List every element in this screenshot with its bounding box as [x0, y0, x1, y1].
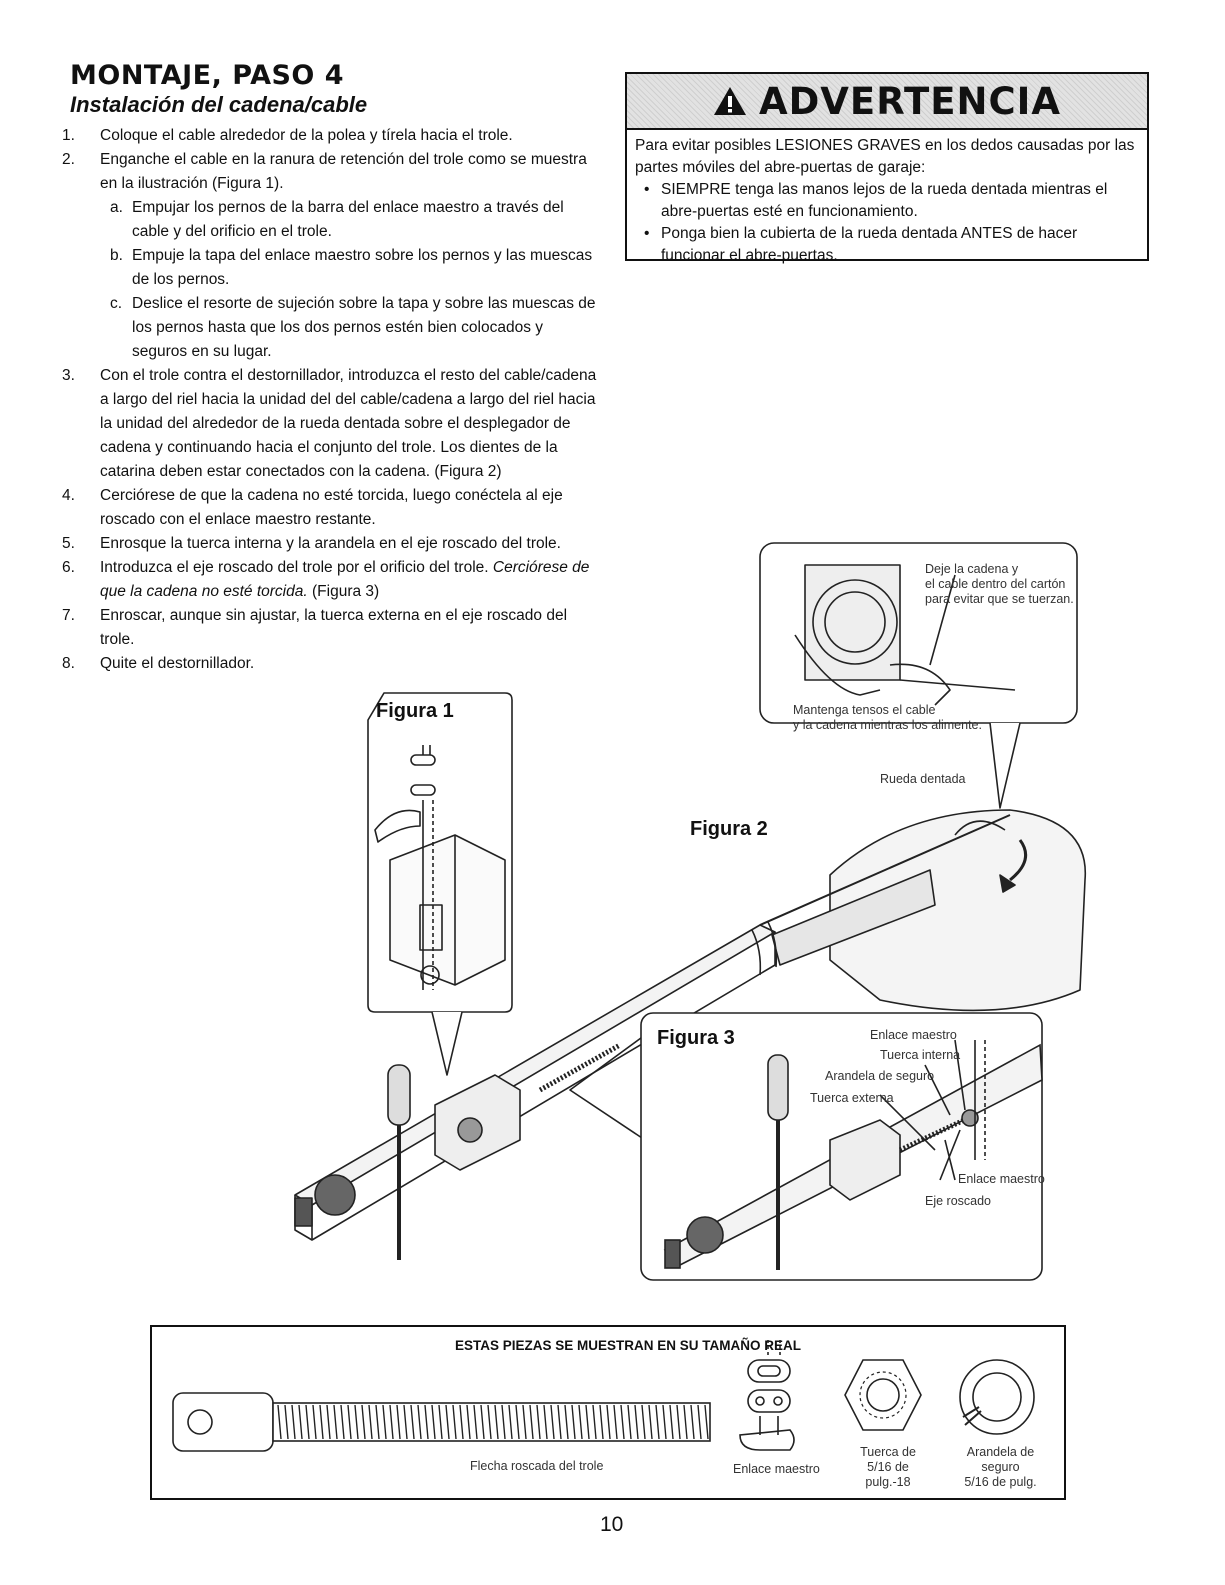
step-8: 8.Quite el destornillador.: [62, 655, 255, 672]
warning-body: Para evitar posibles LESIONES GRAVES en …: [627, 130, 1147, 267]
figure-3-label: Figura 3: [657, 1027, 735, 1049]
step-5: 5.Enrosque la tuerca interna y la arande…: [62, 535, 561, 552]
step-6: 6.Introduzca el eje roscado del trole po…: [62, 559, 590, 600]
fig2-sprocket-label: Rueda dentada: [880, 772, 966, 786]
fig3-outer-nut-label: Tuerca externa: [810, 1091, 894, 1105]
master-link-label: Enlace maestro: [733, 1462, 820, 1476]
warning-bullet-2: •Ponga bien la cubierta de la rueda dent…: [644, 225, 1078, 264]
bullet-icon: •: [644, 181, 650, 198]
lock-washer-part: [959, 1359, 1035, 1435]
warning-box: ADVERTENCIA Para evitar posibles LESIONE…: [625, 72, 1149, 264]
hex-nut-part: [844, 1359, 922, 1431]
threaded-shaft-label: Flecha roscada del trole: [470, 1459, 604, 1473]
warning-triangle-icon: [713, 87, 746, 115]
step-2a: a.Empujar los pernos de la barra del enl…: [110, 199, 564, 240]
parts-actual-size-box: [150, 1325, 1066, 1500]
step-1: 1.Coloque el cable alrededor de la polea…: [62, 127, 513, 144]
assembly-illustration: [294, 542, 1087, 1281]
assembly-steps: 1.Coloque el cable alrededor de la polea…: [62, 124, 602, 676]
step-3: 3.Con el trole contra el destornillador,…: [62, 367, 597, 480]
hex-nut-label: Tuerca de 5/16 de pulg.-18: [860, 1445, 916, 1489]
step-2-substeps: a.Empujar los pernos de la barra del enl…: [100, 196, 602, 364]
parts-title: ESTAS PIEZAS SE MUESTRAN EN SU TAMAÑO RE…: [455, 1338, 802, 1353]
step-7: 7.Enroscar, aunque sin ajustar, la tuerc…: [62, 607, 568, 648]
page-subtitle: Instalación del cadena/cable: [70, 92, 368, 117]
step-2c: c.Deslice el resorte de sujeción sobre l…: [110, 295, 596, 360]
warning-bullets: •SIEMPRE tenga las manos lejos de la rue…: [635, 179, 1139, 267]
figure-2-label: Figura 2: [690, 818, 768, 840]
fig2-inset-note-bottom: Mantenga tensos el cable y la cadena mie…: [793, 703, 982, 732]
page-title: MONTAJE, PASO 4: [70, 60, 345, 91]
fig2-inset-note-top: Deje la cadena y el cable dentro del car…: [925, 562, 1074, 606]
page-number: 10: [600, 1513, 624, 1536]
fig3-inner-nut-label: Tuerca interna: [880, 1048, 961, 1062]
master-link-part: [739, 1340, 795, 1451]
threaded-shaft-part: [172, 1392, 711, 1452]
bullet-icon: •: [644, 225, 650, 242]
step-2b: b.Empuje la tapa del enlace maestro sobr…: [110, 247, 593, 288]
warning-header: ADVERTENCIA: [627, 74, 1147, 130]
fig3-master-link-bottom-label: Enlace maestro: [958, 1172, 1045, 1186]
fig3-master-link-top-label: Enlace maestro: [870, 1028, 957, 1042]
warning-intro: Para evitar posibles LESIONES GRAVES en …: [635, 137, 1135, 176]
fig3-lock-washer-label: Arandela de seguro: [825, 1069, 935, 1083]
step-2: 2.Enganche el cable en la ranura de rete…: [62, 148, 602, 364]
fig3-threaded-shaft-label: Eje roscado: [925, 1194, 992, 1208]
warning-bullet-1: •SIEMPRE tenga las manos lejos de la rue…: [644, 181, 1108, 220]
step-4: 4.Cerciórese de que la cadena no esté to…: [62, 487, 563, 528]
warning-title: ADVERTENCIA: [758, 79, 1062, 123]
lock-washer-label: Arandela de seguro 5/16 de pulg.: [964, 1445, 1037, 1489]
figure-1-label: Figura 1: [376, 700, 454, 722]
